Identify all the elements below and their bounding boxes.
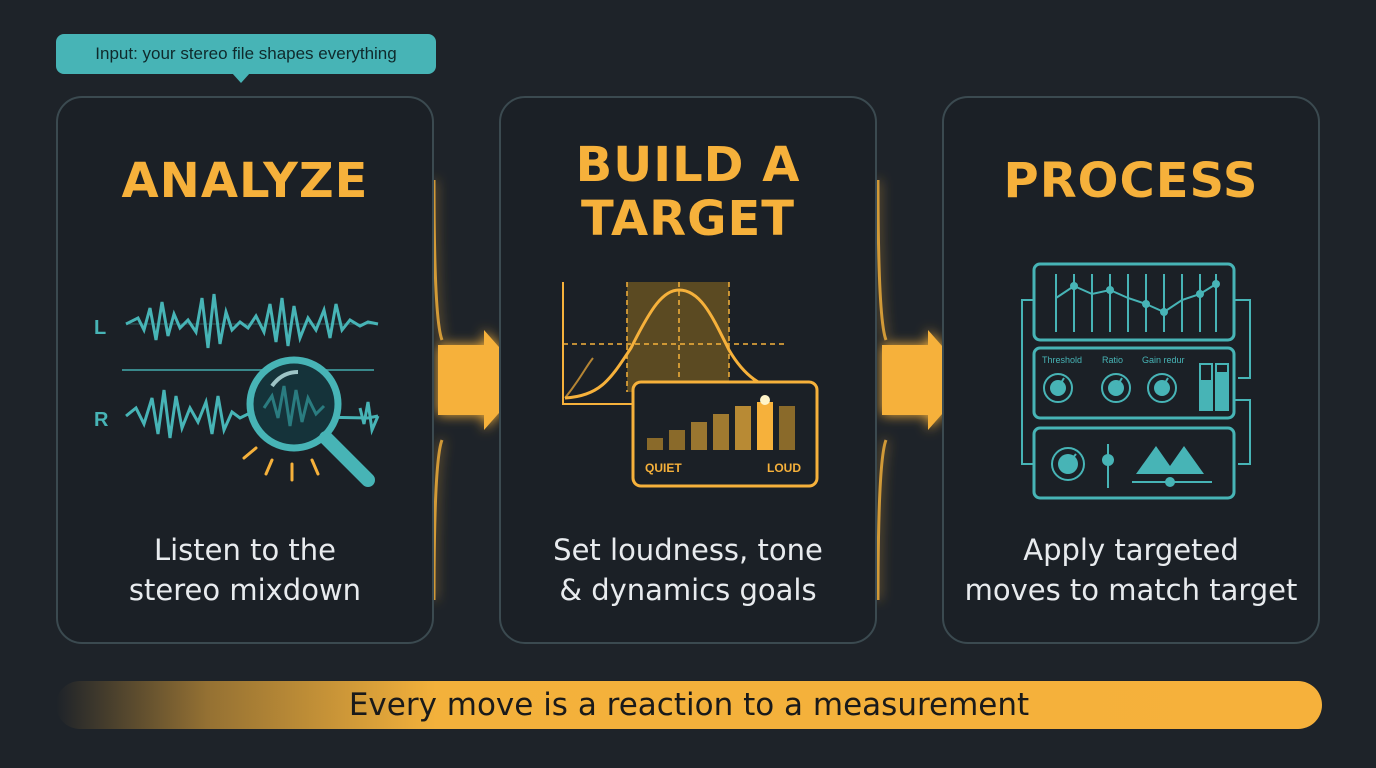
footer-banner: Every move is a reaction to a measuremen… <box>56 681 1322 729</box>
knob-threshold-label: Threshold <box>1042 355 1082 365</box>
knob-gain-label: Gain redur <box>1142 355 1185 365</box>
step-target-card: BUILD A TARGET QUIET LOUD Set loudness, … <box>499 96 877 644</box>
step-process-title: PROCESS <box>1003 153 1259 209</box>
knob-ratio-label: Ratio <box>1102 355 1123 365</box>
step-target-description: Set loudness, tone & dynamics goals <box>553 533 823 607</box>
step-target-title: BUILD A TARGET <box>575 137 801 247</box>
step-analyze-description: Listen to the stereo mixdown <box>128 533 362 607</box>
channel-left-label: L <box>94 317 106 339</box>
stereo-waveform-magnifier-icon: L R <box>94 293 380 487</box>
step-analyze-card: ANALYZE L R Listen to the stereo mixdown <box>56 96 434 644</box>
step-analyze-title: ANALYZE <box>121 153 369 209</box>
channel-right-label: R <box>94 409 109 431</box>
input-note: Input: your stereo file shapes everythin… <box>56 34 436 83</box>
step-process-card: PROCESS Threshold Ratio Gain redur <box>942 96 1320 644</box>
meter-loud-label: LOUD <box>767 461 801 475</box>
step-process-description: Apply targeted moves to match target <box>964 533 1298 607</box>
meter-quiet-label: QUIET <box>645 461 682 475</box>
processing-chain-icon: Threshold Ratio Gain redur <box>1021 262 1251 500</box>
target-curve-meter-icon: QUIET LOUD <box>562 282 819 488</box>
